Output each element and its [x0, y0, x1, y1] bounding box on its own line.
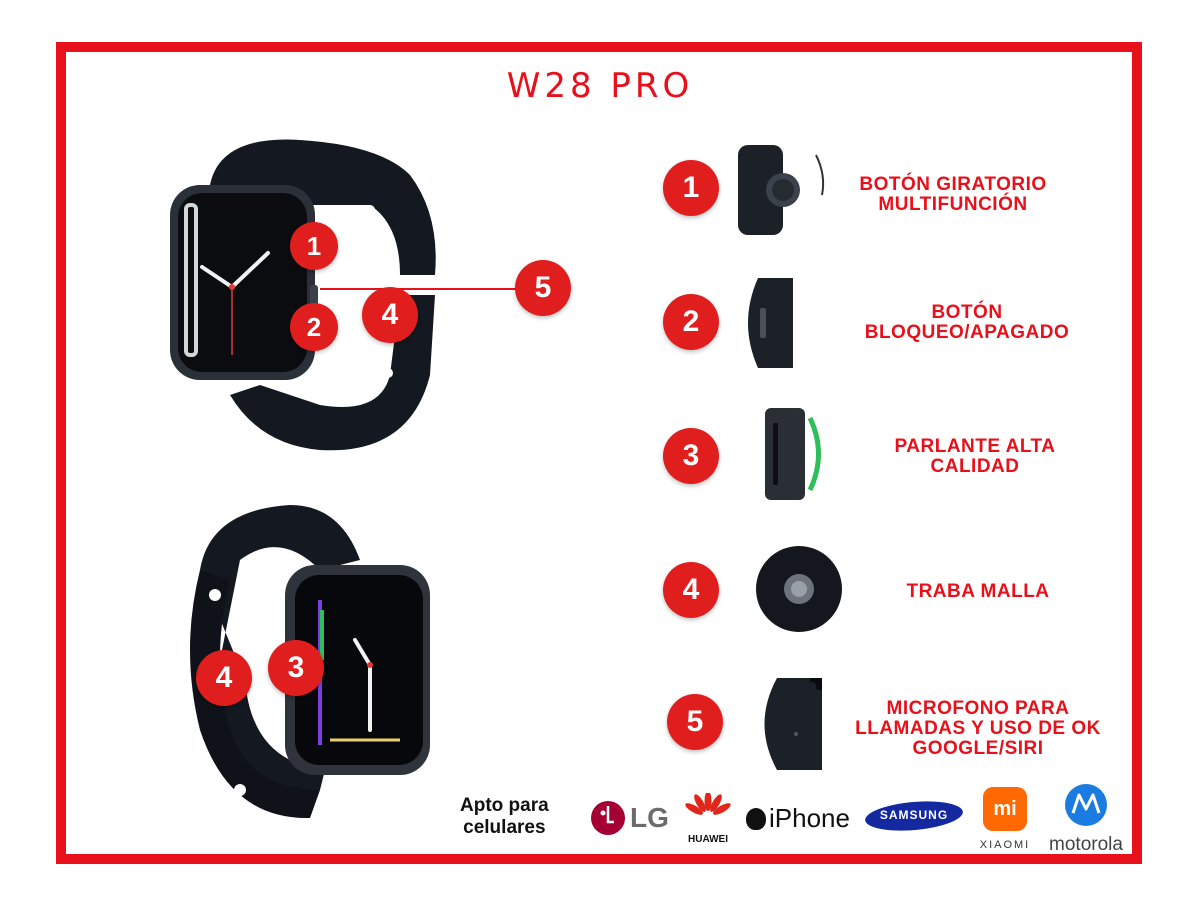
samsung-logo-icon — [865, 801, 963, 831]
feature-5-label: MICROFONO PARA LLAMADAS Y USO DE OK GOOG… — [855, 698, 1101, 759]
brand-samsung: SAMSUNG — [864, 800, 964, 837]
feature-2-label: BOTÓN BLOQUEO/APAGADO — [864, 302, 1070, 343]
crown-thumbnail — [738, 145, 825, 235]
motorola-logo-icon — [1065, 784, 1107, 826]
band-lock-thumbnail — [756, 546, 842, 632]
brand-huawei: HUAWEI — [681, 791, 735, 845]
speaker-thumbnail — [765, 408, 821, 500]
feature-2-badge: 2 — [663, 294, 719, 350]
watch-side-image — [190, 505, 430, 819]
mi-label: mi — [993, 797, 1017, 820]
feature-4-label: TRABA MALLA — [906, 581, 1050, 602]
apple-logo-icon — [746, 807, 766, 830]
brand-xiaomi: mi XIAOMI — [974, 787, 1036, 851]
bottom-marker-3: 3 — [268, 640, 324, 696]
compat-line-2: celulares — [463, 817, 546, 838]
feature-1-label: BOTÓN GIRATORIO MULTIFUNCIÓN — [859, 174, 1047, 215]
product-title: W28 PRO — [506, 66, 694, 106]
feature-1-badge: 1 — [663, 160, 719, 216]
side-button-thumbnail — [748, 278, 793, 368]
feature-5-badge: 5 — [667, 694, 723, 750]
brand-motorola: motorola — [1040, 783, 1132, 856]
top-marker-1: 1 — [290, 222, 338, 270]
brand-iphone: iPhone — [746, 803, 850, 834]
mi-logo-icon: mi — [983, 787, 1027, 831]
watch-front-image — [170, 139, 436, 451]
top-marker-5: 5 — [515, 260, 571, 316]
lg-label: LG — [630, 802, 669, 833]
feature-3-label: PARLANTE ALTA CALIDAD — [894, 436, 1056, 477]
top-marker-4: 4 — [362, 287, 418, 343]
bottom-marker-4: 4 — [196, 650, 252, 706]
feature-4-badge: 4 — [663, 562, 719, 618]
brand-lg: LG — [590, 800, 669, 836]
compat-line-1: Apto para — [460, 795, 549, 816]
microphone-thumbnail — [764, 678, 822, 770]
xiaomi-label: XIAOMI — [979, 839, 1031, 851]
lg-logo-icon — [591, 801, 625, 835]
compatibility-text: Apto para celulares — [460, 795, 549, 839]
samsung-label: SAMSUNG — [879, 808, 949, 822]
motorola-label: motorola — [1049, 834, 1123, 855]
mic-pointer-line — [320, 288, 520, 290]
feature-3-badge: 3 — [663, 428, 719, 484]
iphone-label: iPhone — [769, 803, 850, 833]
huawei-label: HUAWEI — [688, 834, 728, 845]
huawei-logo-icon — [685, 791, 731, 815]
top-marker-2: 2 — [290, 303, 338, 351]
